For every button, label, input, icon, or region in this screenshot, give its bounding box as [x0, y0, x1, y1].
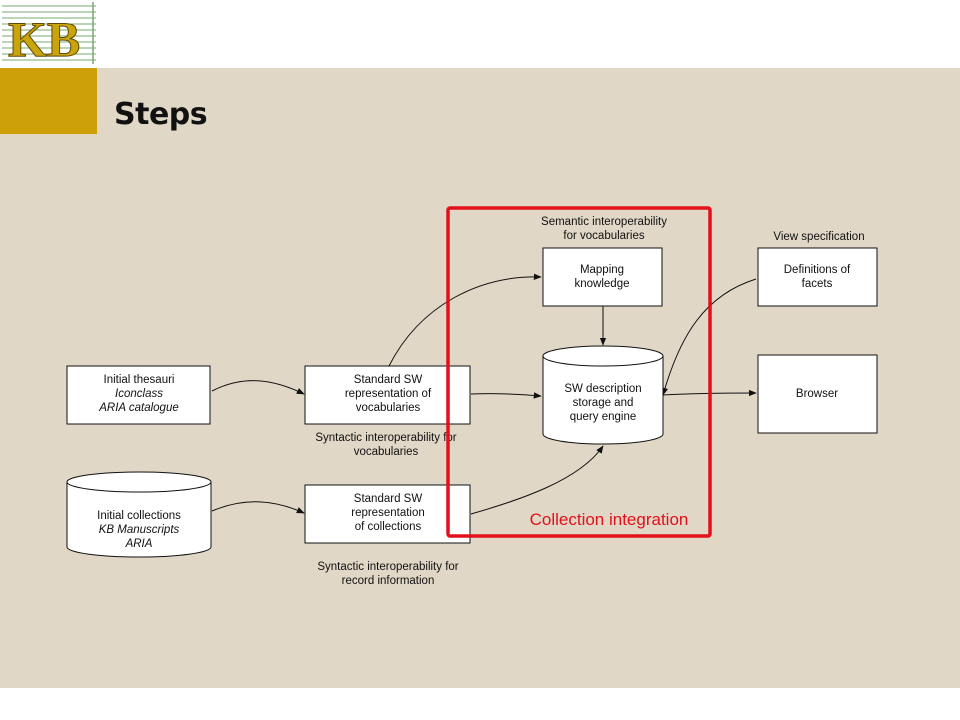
initial-thesauri-item: ARIA catalogue [98, 402, 178, 414]
definitions-line: Definitions of [784, 264, 851, 276]
footer-band [0, 688, 960, 720]
collection-integration-label: Collection integration [530, 510, 689, 529]
initial-thesauri-title: Initial thesauri [104, 374, 175, 386]
initial-collections-cylinder: Initial collections KB Manuscripts ARIA [66, 471, 212, 558]
view-spec-caption: View specification [773, 231, 864, 243]
mapping-line: Mapping [580, 264, 624, 276]
sw-description-line: storage and [573, 397, 634, 409]
arrow-collections-to-coll [211, 501, 305, 514]
standard-coll-line: Standard SW [354, 493, 423, 505]
standard-coll-line: representation [351, 507, 425, 519]
arrow-thesauri-to-vocab [211, 380, 305, 395]
kb-logo: KB [0, 0, 100, 66]
arrow-definitions-to-sw [661, 278, 757, 396]
standard-coll-line: of collections [355, 521, 422, 533]
mapping-line: knowledge [575, 278, 630, 290]
semantic-caption: for vocabularies [563, 230, 644, 242]
standard-vocab-line: vocabularies [356, 402, 421, 414]
page-title: Steps [114, 97, 208, 132]
syntactic-record-caption: record information [342, 575, 435, 587]
sw-description-line: SW description [564, 383, 641, 395]
initial-collections-title: Initial collections [97, 510, 181, 522]
standard-vocab-box: Standard SW representation of vocabulari… [304, 365, 471, 425]
standard-vocab-line: representation of [345, 388, 432, 400]
initial-thesauri-box: Initial thesauri Iconclass ARIA catalogu… [66, 365, 211, 425]
initial-collections-item: ARIA [125, 538, 153, 550]
logo-text: KB [8, 11, 80, 66]
accent-block [0, 68, 97, 134]
syntactic-vocab-caption: Syntactic interoperability for [315, 432, 456, 444]
mapping-knowledge-box: Mapping knowledge [542, 247, 663, 307]
arrow-vocab-to-sw [470, 392, 542, 399]
sw-description-line: query engine [570, 411, 637, 423]
syntactic-record-caption: Syntactic interoperability for [317, 561, 458, 573]
arrow-sw-to-browser [662, 389, 757, 397]
initial-collections-item: KB Manuscripts [99, 524, 180, 536]
standard-coll-box: Standard SW representation of collection… [304, 484, 471, 544]
semantic-caption: Semantic interoperability [541, 216, 667, 228]
browser-label: Browser [796, 388, 838, 400]
sw-description-cylinder: SW description storage and query engine [542, 345, 664, 445]
collection-integration-frame [446, 206, 712, 538]
arrow-coll-to-sw [470, 445, 604, 515]
initial-thesauri-item: Iconclass [115, 388, 163, 400]
definitions-line: facets [802, 278, 833, 290]
definitions-box: Definitions of facets [757, 247, 878, 307]
arrow-vocab-to-mapping [388, 273, 542, 367]
header-band [0, 0, 960, 68]
browser-box: Browser [757, 354, 878, 434]
standard-vocab-line: Standard SW [354, 374, 423, 386]
syntactic-vocab-caption: vocabularies [354, 446, 419, 458]
